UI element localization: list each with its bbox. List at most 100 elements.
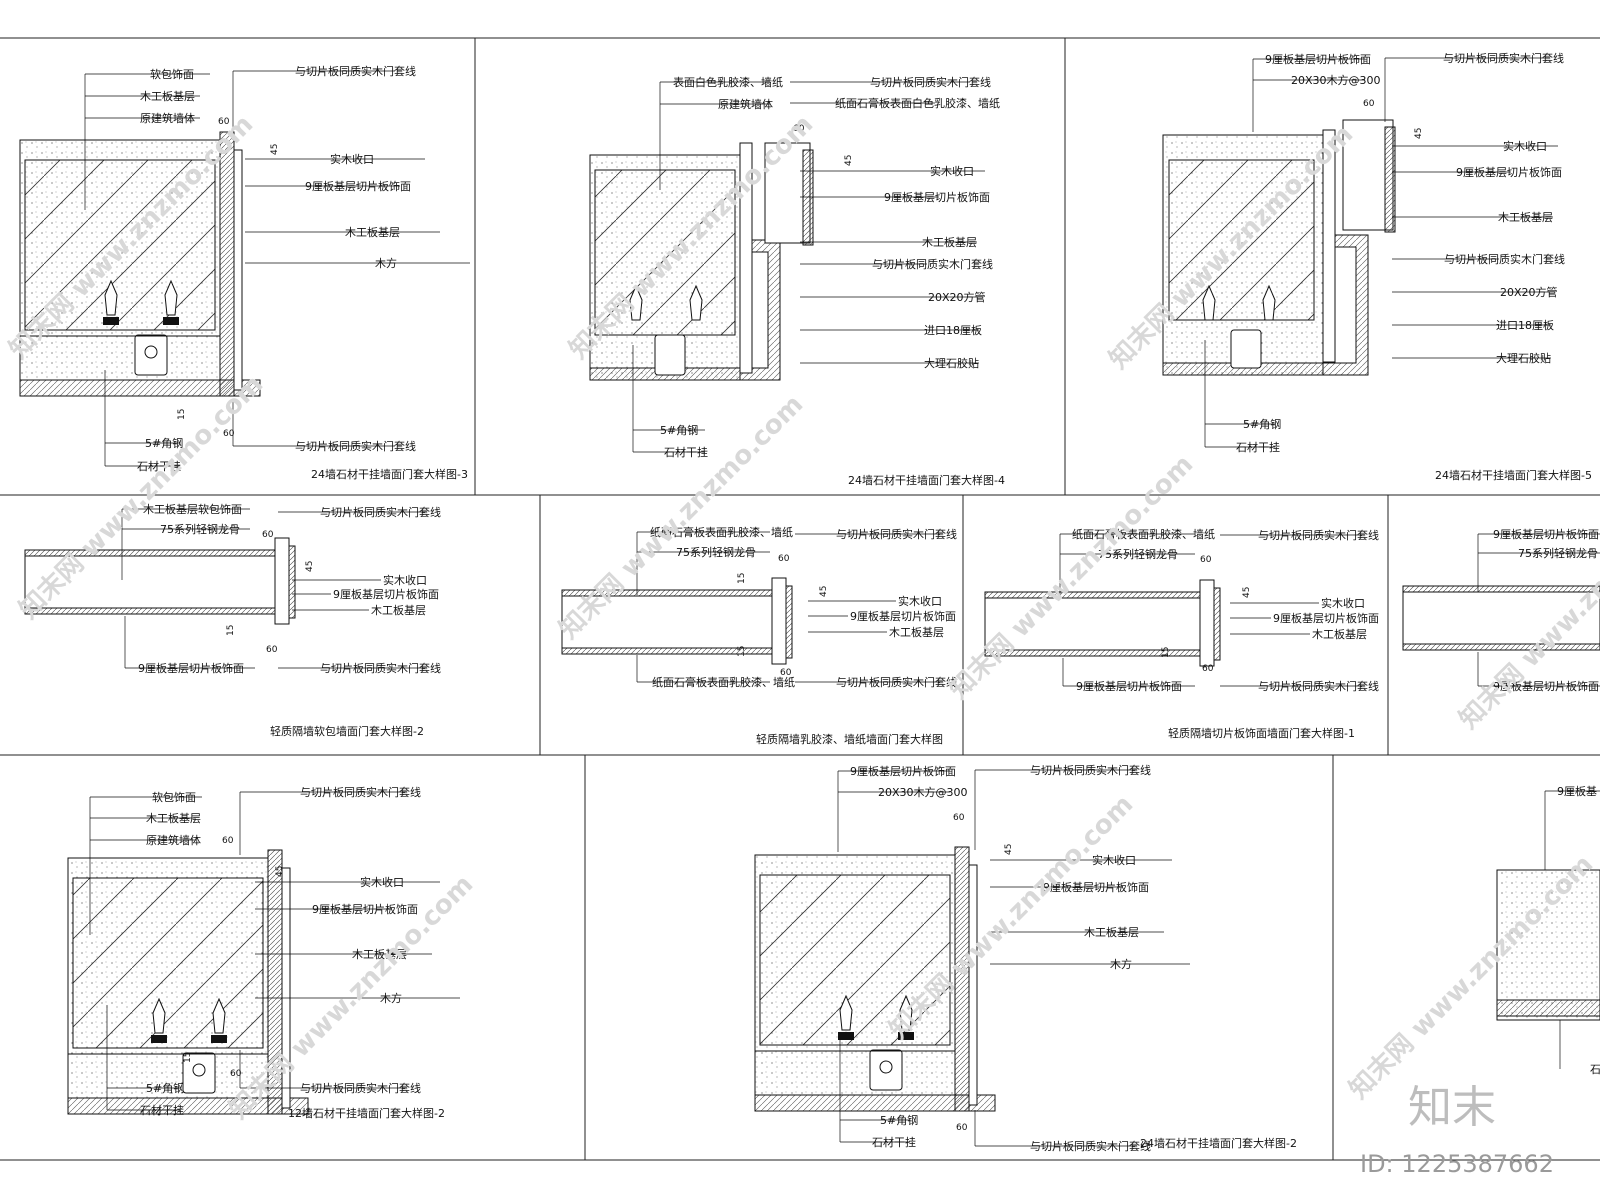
dimension-label: 60 [780,668,792,678]
door-jamb [274,537,290,625]
image-id: ID: 1225387662 [1360,1150,1554,1178]
detail-title: 24墙石材干挂墙面门套大样图-4 [848,473,1005,487]
veneer-facing [968,864,978,1106]
veneer-facing [785,585,793,659]
callout-label: 木工板基层 [889,625,944,639]
stone-anchor [839,994,853,1031]
detail-3: 9厘板基层切片板饰面20X30木方@300与切片板同质实木门套线实木收口9厘板基… [1162,51,1592,482]
dimension-label: 60 [266,645,278,655]
dimension-label: 45 [844,155,854,166]
steel-tube-frame [739,142,753,374]
stone-anchor [689,284,703,321]
dimension-label: 15 [737,646,747,657]
dimension-label: 45 [270,144,280,155]
detail-title: 轻质隔墙软包墙面门套大样图-2 [270,724,424,738]
callout-label: 5#角钢 [880,1114,918,1127]
veneer-facing [1213,587,1221,661]
veneer-facing [802,149,814,246]
detail-1: 软包饰面木工板基层原建筑墙体与切片板同质实木门套线实木收口9厘板基层切片板饰面木… [19,64,470,481]
dimension-label: 60 [956,1123,968,1133]
wall-section [1496,869,1600,1021]
anchor-bolt [211,1035,227,1043]
callout-label: 5#角钢 [146,1082,184,1095]
detail-5: 纸面石膏板表面乳胶漆、墙纸75系列轻钢龙骨与切片板同质实木门套线实木收口9厘板基… [561,525,957,746]
callout-label: 9厘板基层切片板饰面 [850,609,956,623]
angle-steel-bracket [654,334,686,376]
stone-anchor [1262,284,1276,321]
callout-label: 9厘板基层切片板饰面 [333,587,439,601]
angle-steel-bracket [134,334,168,376]
dimension-label: 60 [1363,99,1375,109]
veneer-facing [281,867,291,1109]
board-layer-bottom [1402,643,1600,651]
dimension-label: 60 [1202,664,1214,674]
door-jamb-board [219,131,235,397]
bracket-hole [192,1063,206,1077]
door-jamb [1199,579,1215,667]
anchor-bolt [163,317,179,325]
masonry-wall [759,874,951,1046]
bracket-hole [144,345,158,359]
board-layer-bottom [24,607,276,615]
dimension-label: 15 [226,625,236,636]
detail-8: 软包饰面木工板基层原建筑墙体与切片板同质实木门套线实木收口9厘板基层切片板饰面木… [67,785,460,1120]
site-watermark: 知末网 www.znzmo.com [944,449,1199,704]
veneer-facing [233,149,243,391]
dimension-label: 60 [262,530,274,540]
masonry-wall [24,159,216,331]
dimension-label: 45 [275,866,285,877]
stone-anchor [1202,284,1216,321]
callout-label: 5#角钢 [1243,418,1281,431]
callout-label: 5#角钢 [145,437,183,450]
anchor-bolt [898,1032,914,1040]
sheet-frame [0,37,1600,1161]
stone-anchor [629,284,643,321]
dimension-label: 15 [177,409,187,420]
callout-label: 与切片板同质实木门套线 [1444,252,1565,266]
steel-stud-cavity [984,597,1201,651]
detail-6: 纸面石膏板表面乳胶漆、墙纸75系列轻钢龙骨与切片板同质实木门套线实木收口9厘板基… [984,527,1379,740]
callout-label: 石 [1590,1063,1600,1076]
dimension-label: 60 [793,124,805,134]
stone-anchor [104,279,118,316]
stone-cladding [1496,999,1600,1017]
angle-steel-bracket [1230,329,1262,369]
board-layer-top [1402,585,1600,593]
masonry-wall [1168,159,1315,321]
detail-4: 木工板基层软包饰面75系列轻钢龙骨与切片板同质实木门套线实木收口9厘板基层切片板… [24,502,441,738]
masonry-wall [72,877,264,1049]
detail-title: 24墙石材干挂墙面门套大样图-3 [311,467,468,481]
dimension-label: 45 [1004,844,1014,855]
dimension-label: 45 [305,561,315,572]
stone-cladding [19,379,261,397]
stone-anchor [164,279,178,316]
detail-title: 12墙石材干挂墙面门套大样图-2 [288,1106,445,1120]
callout-label: 与切片板同质实木门套线 [872,257,993,271]
dimension-label: 15 [183,1052,193,1063]
stone-anchor [212,997,226,1034]
dimension-label: 60 [230,1069,242,1079]
board-layer-top [984,591,1201,599]
steel-tube-frame [1322,129,1336,363]
callout-label: 5#角钢 [660,424,698,437]
detail-9: 9厘板基层切片板饰面20X30木方@300与切片板同质实木门套线实木收口9厘板基… [754,763,1297,1153]
anchor-bolt [103,317,119,325]
steel-stud-cavity [1402,591,1600,645]
stone-anchor [899,994,913,1031]
dimension-label: 45 [819,586,829,597]
dimension-label: 60 [222,836,234,846]
callout-label: 实木收口 [383,573,427,587]
detail-title: 24墙石材干挂墙面门套大样图-5 [1435,468,1592,482]
angle-steel-bracket [869,1049,903,1091]
dimension-label: 60 [953,813,965,823]
detail-title: 24墙石材干挂墙面门套大样图-2 [1140,1136,1297,1150]
detail-title: 轻质隔墙乳胶漆、墙纸墙面门套大样图 [756,732,943,746]
door-jamb [771,577,787,665]
callout-label: 木工板基层 [371,603,426,617]
veneer-facing [288,545,296,619]
dimension-label: 60 [1200,555,1212,565]
angle-steel-bracket [182,1052,216,1094]
callout-label: 实木收口 [898,594,942,608]
